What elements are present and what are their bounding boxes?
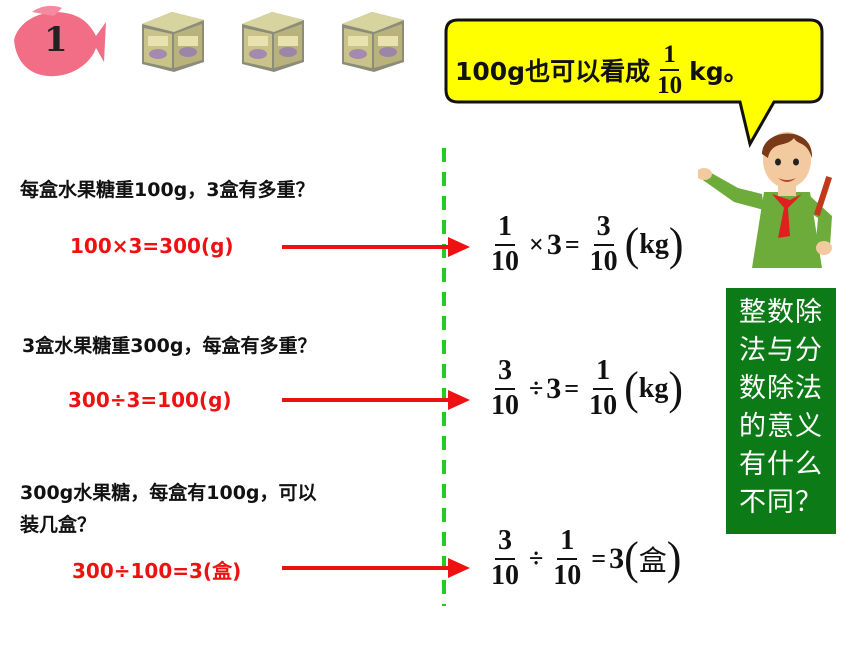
right-arrow-icon [282,388,472,412]
example-number: 1 [44,20,68,60]
operator: ÷ [529,543,544,573]
formula-1: 1 10 × 3 = 3 10 ( kg ) [484,211,684,278]
answer-3: 300÷100=3(盒) [72,559,242,583]
question-1: 每盒水果糖重100g，3盒有多重？ [20,179,315,201]
result: 3 [609,541,625,575]
frac-num: 3 [593,211,614,246]
formula-3-fraction-a: 3 10 [488,525,522,592]
answer-2: 300÷3=100(g) [68,388,232,412]
question-box-line: 有什么 [739,449,823,480]
frac-den: 10 [589,389,618,421]
question-box-line: 数除法 [739,373,823,404]
question-3-line-1: 300g水果糖，每盒有100g，可以 [20,482,317,504]
frac-den: 10 [589,245,618,277]
candy-tin-icon [336,6,408,76]
formula-2-fraction-a: 3 10 [488,355,522,422]
frac-den: 10 [553,559,582,591]
question-box: 整数除 法与分 数除法 的意义 有什么 不同？ [726,288,836,534]
unit: kg [639,228,669,260]
bubble-suffix: kg。 [689,57,749,86]
candy-tin-icon [136,6,208,76]
question-2: 3盒水果糖重300g，每盒有多重？ [22,335,317,357]
question-box-line: 的意义 [739,411,823,442]
operator: × [529,229,544,259]
formula-1-result: 3 10 [587,211,621,278]
formula-2: 3 10 ÷ 3 = 1 10 ( kg ) [484,355,683,422]
bubble-prefix: 100g也可以看成 [455,57,651,86]
answer-1: 100×3=300(g) [70,234,234,258]
close-paren: ) [668,218,684,270]
speech-bubble [444,18,824,150]
operator: ÷ [529,373,544,403]
frac-num: 1 [495,211,515,246]
unit: kg [638,372,669,404]
right-arrow-icon [282,556,472,580]
formula-3-fraction-b: 1 10 [550,525,584,592]
right-arrow-icon [282,235,472,259]
question-box-line: 整数除 [739,297,823,328]
frac-num: 1 [557,525,578,560]
bubble-frac-den: 10 [657,72,683,99]
boy-teacher-illustration [696,118,858,268]
fish-badge-icon: 1 [6,2,106,82]
formula-1-fraction-a: 1 10 [488,211,522,278]
open-paren: ( [624,218,640,270]
frac-num: 3 [495,355,515,390]
question-3-line-2: 装几盒？ [20,514,97,536]
bubble-frac-num: 1 [660,41,679,71]
bubble-text: 100g也可以看成 1 10 kg。 [455,34,749,106]
question-box-line: 法与分 [739,335,823,366]
candy-tin-icon [236,6,308,76]
operand: 3 [546,371,562,405]
equals-sign: = [564,229,580,259]
bubble-fraction: 1 10 [654,41,685,100]
unit: 盒 [638,543,667,577]
formula-3: 3 10 ÷ 1 10 = 3 ( 盒 ) [484,525,682,592]
equals-sign: = [591,543,607,573]
question-box-line: 不同？ [739,487,823,518]
close-paren: ) [666,532,682,584]
operand: 3 [546,227,562,261]
dashed-divider [441,148,447,606]
formula-2-result: 1 10 [586,355,620,422]
frac-num: 3 [495,525,515,560]
open-paren: ( [624,532,639,584]
frac-den: 10 [491,559,519,591]
frac-den: 10 [491,245,519,277]
equals-sign: = [564,373,580,403]
frac-num: 1 [593,355,614,390]
close-paren: ) [668,362,683,414]
open-paren: ( [624,362,639,414]
frac-den: 10 [491,389,519,421]
